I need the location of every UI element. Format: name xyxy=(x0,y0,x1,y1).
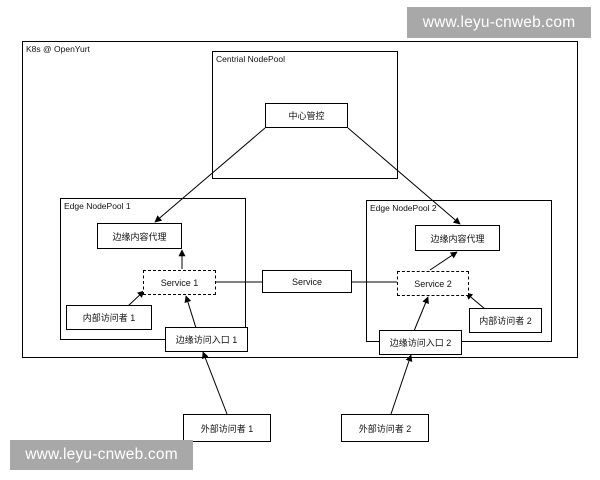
internal-2-to-service-2-arrow xyxy=(465,292,486,310)
watermark-bottom: www.leyu-cnweb.com xyxy=(10,440,193,470)
cluster-label: K8s @ OpenYurt xyxy=(26,44,90,54)
service-1-node: Service 1 xyxy=(143,270,216,295)
internal-visitor-2-node: 内部访问者 2 xyxy=(469,308,542,333)
internal-visitor-1-node: 内部访问者 1 xyxy=(66,305,152,330)
external-1-to-ingress-1-arrow xyxy=(202,351,228,415)
edge-nodepool-2-label: Edge NodePool 2 xyxy=(370,203,437,213)
edge-proxy-1-node: 边缘内容代理 xyxy=(97,223,182,249)
edge-nodepool-1-label: Edge NodePool 1 xyxy=(64,201,131,211)
internal-1-to-service-1-arrow xyxy=(127,290,145,307)
central-nodepool-label: Centrial NodePool xyxy=(216,54,285,64)
watermark-top: www.leyu-cnweb.com xyxy=(407,7,591,38)
edge-proxy-2-node: 边缘内容代理 xyxy=(415,225,500,251)
shared-service-node: Service xyxy=(262,270,352,293)
external-2-to-ingress-2-arrow xyxy=(390,354,413,415)
hub-to-proxy-2-arrow xyxy=(347,127,461,225)
service-2-node: Service 2 xyxy=(397,271,469,296)
ingress-1-to-service-1-arrow xyxy=(184,295,197,329)
central-hub-node: 中心管控 xyxy=(265,103,348,128)
service-2-to-proxy-arrow xyxy=(429,251,458,271)
hub-to-proxy-1-arrow xyxy=(154,127,266,223)
ingress-2-to-service-2-arrow xyxy=(413,296,429,332)
external-visitor-1-node: 外部访问者 1 xyxy=(183,414,271,442)
external-visitor-2-node: 外部访问者 2 xyxy=(341,414,429,442)
edge-ingress-1-node: 边缘访问入口 1 xyxy=(165,327,248,352)
edge-ingress-2-node: 边缘访问入口 2 xyxy=(379,330,462,355)
